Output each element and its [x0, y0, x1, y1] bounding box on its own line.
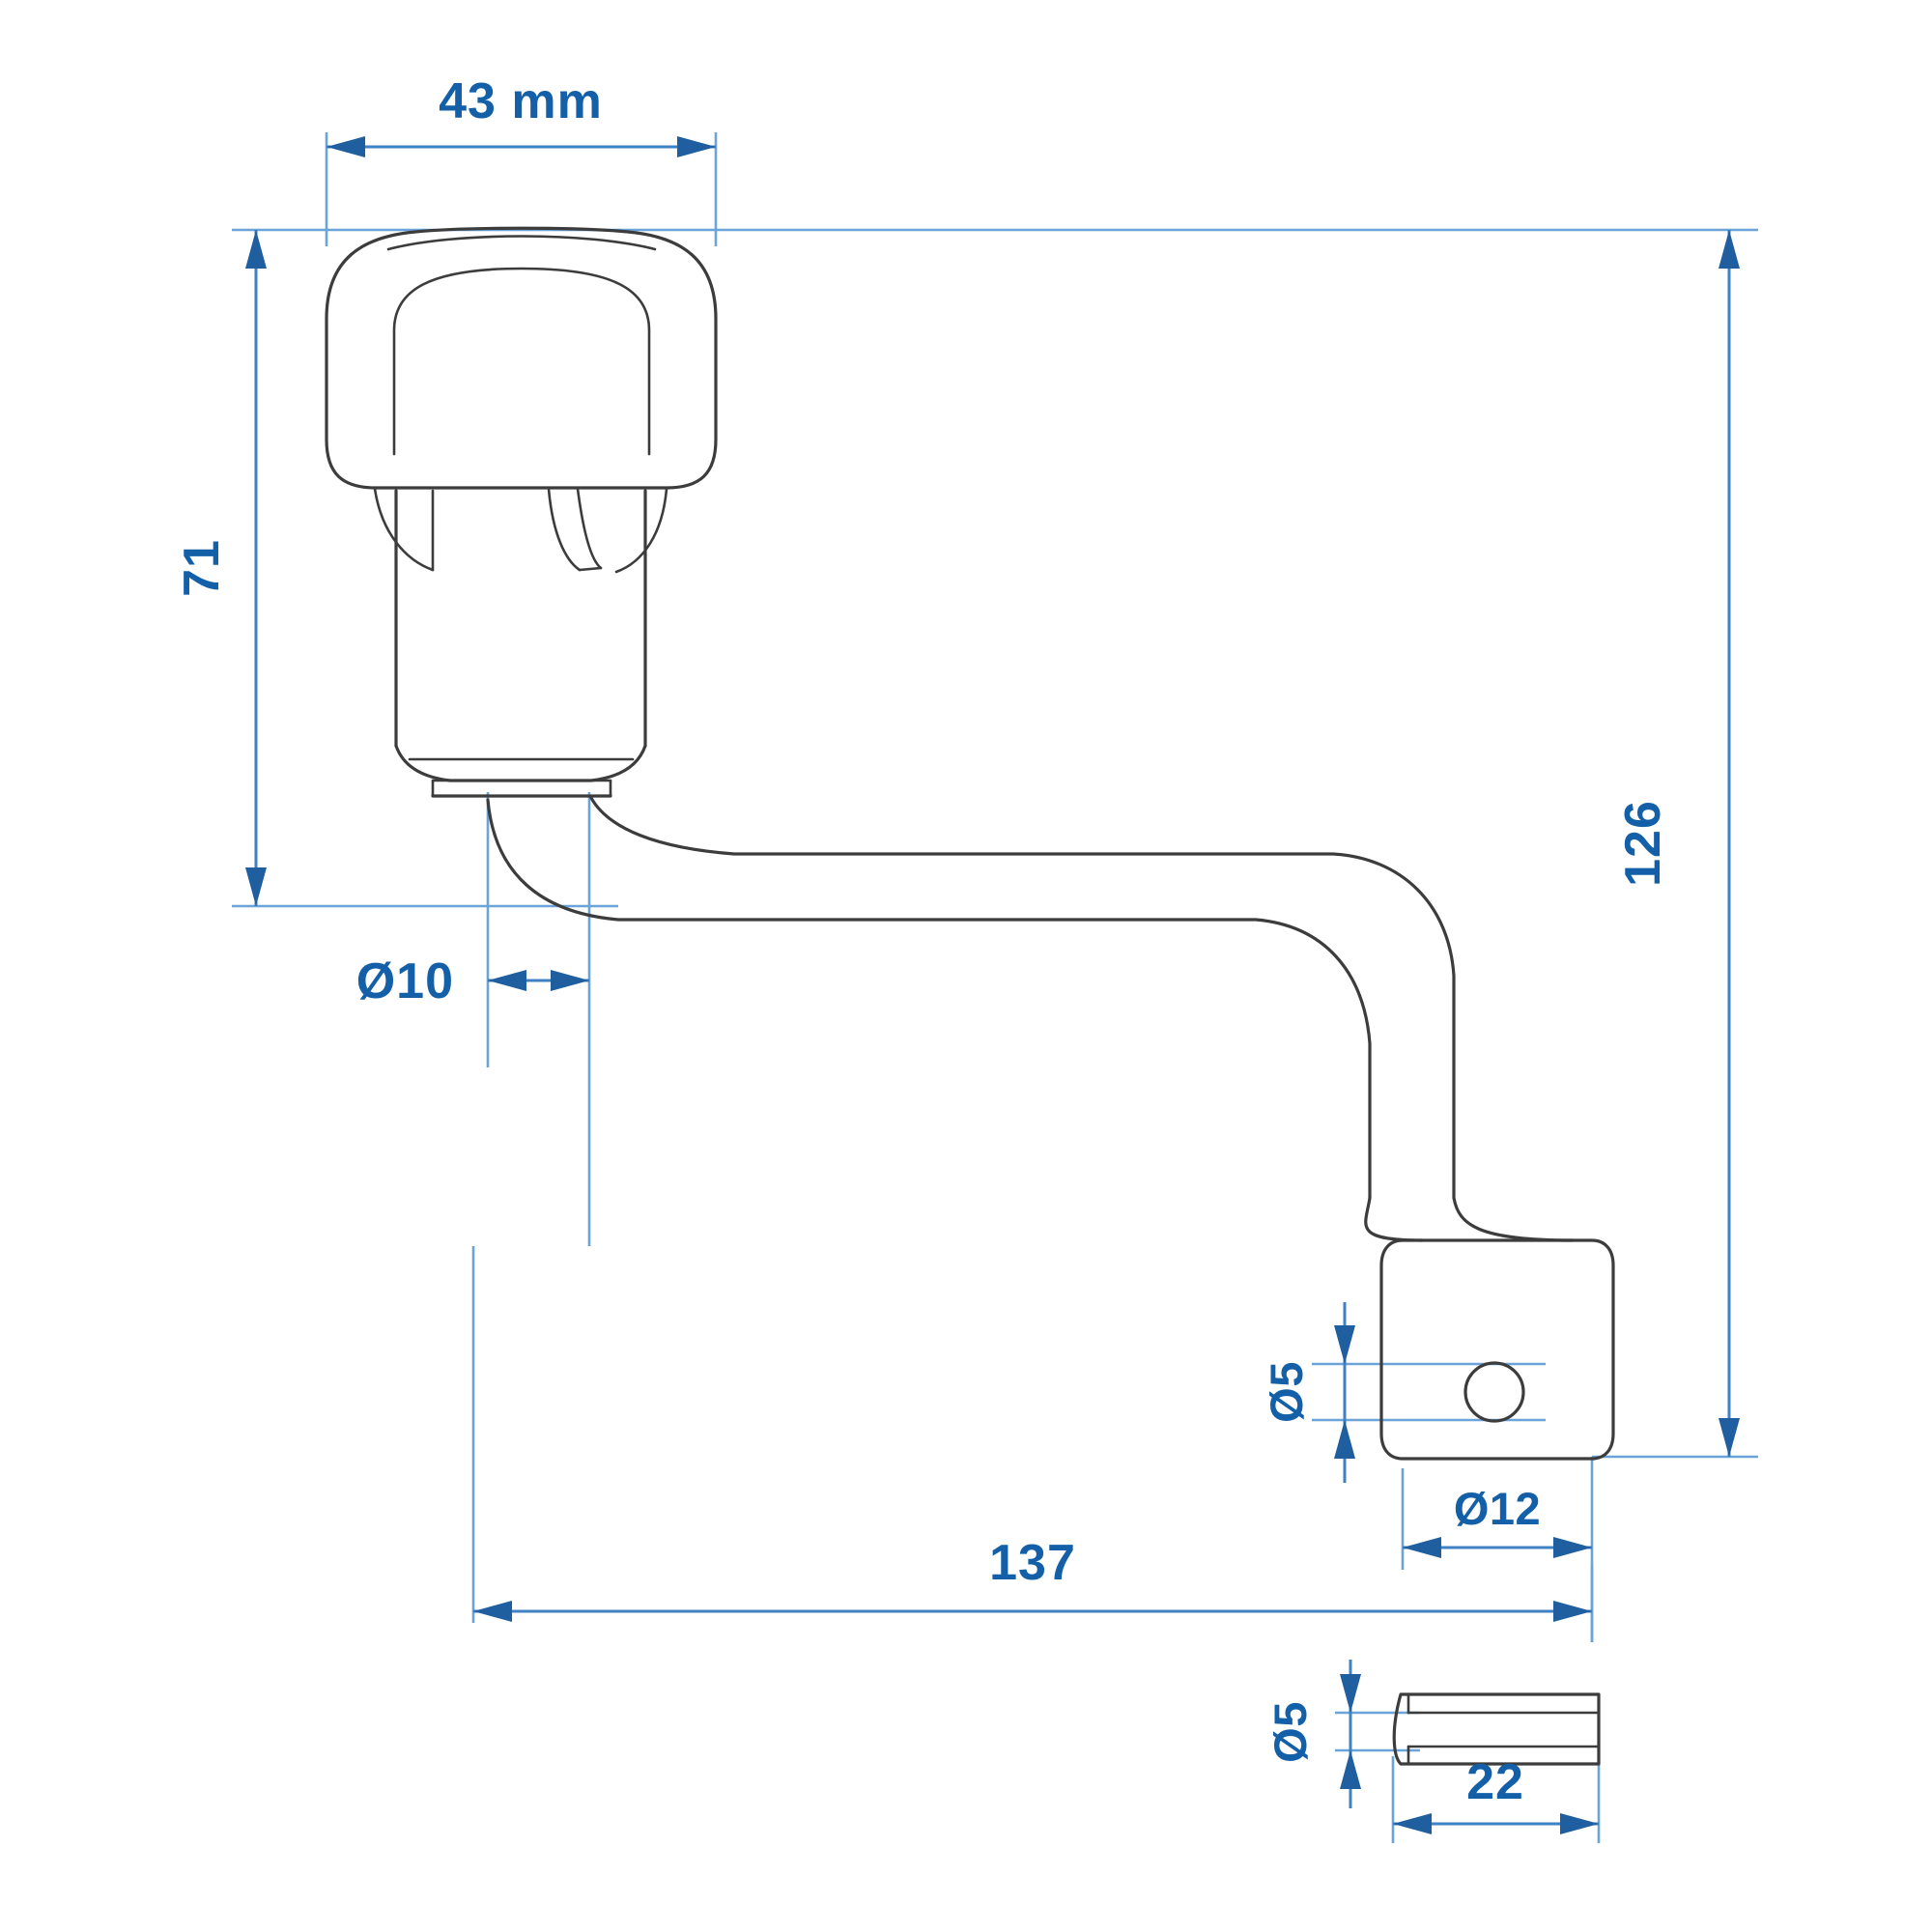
outlet-flare-left [1364, 1196, 1424, 1242]
arrow-d10-left [488, 970, 526, 991]
arrow-d5-pin-bottom [1340, 1750, 1361, 1789]
knob-outer-body [325, 226, 718, 490]
main-assembly-view [325, 226, 1615, 1461]
dimension-height-left: 71 [174, 230, 267, 906]
dim-label-43: 43 mm [439, 73, 603, 129]
arrow-71-top [245, 230, 267, 269]
knob-center-notch-right [576, 487, 603, 570]
arrow-d12-left [1403, 1537, 1441, 1558]
arrow-137-left [473, 1601, 512, 1622]
pin-body [1392, 1692, 1601, 1766]
dim-label-137: 137 [989, 1535, 1076, 1591]
knob-right-skirt [614, 487, 668, 574]
dimension-outlet-diameter: Ø12 [1403, 1483, 1592, 1558]
outlet-cross-hole [1463, 1361, 1525, 1423]
knob-left-skirt [373, 487, 435, 572]
knob-center-notch-base [578, 566, 603, 572]
dimension-height-right: 126 [1615, 230, 1740, 1457]
dim-label-126: 126 [1615, 800, 1671, 887]
arrow-22-right [1560, 1813, 1599, 1834]
arrow-126-bottom [1719, 1418, 1740, 1457]
dimension-pin-diameter: Ø5 [1264, 1660, 1361, 1808]
outlet-flare-right [1452, 1196, 1575, 1242]
outlet-body [1379, 1238, 1615, 1461]
dimension-width-top: 43 mm [327, 73, 716, 157]
arrow-d5-hole-top [1334, 1325, 1355, 1364]
spout-lower-outline [486, 798, 1372, 1200]
dimension-reach-length: 137 [473, 1535, 1592, 1622]
dim-label-d10: Ø10 [356, 953, 454, 1009]
dimension-pin-length: 22 [1393, 1754, 1599, 1834]
arrow-43-right [677, 136, 716, 157]
shank-bottom-taper [394, 744, 647, 782]
arrow-137-right [1553, 1601, 1592, 1622]
knob-center-notch-left [547, 487, 582, 572]
dim-label-22: 22 [1466, 1754, 1524, 1810]
dim-label-71: 71 [174, 539, 230, 597]
arrow-22-left [1393, 1813, 1432, 1834]
arrow-d12-right [1553, 1537, 1592, 1558]
knob-top-highlight [386, 235, 657, 251]
arrow-d10-right [551, 970, 589, 991]
arrow-43-left [327, 136, 365, 157]
arrow-71-bottom [245, 867, 267, 906]
dim-label-d5-pin: Ø5 [1264, 1701, 1316, 1763]
dimension-shank-diameter: Ø10 [356, 953, 589, 1009]
arrow-126-top [1719, 230, 1740, 269]
knob-inner-arch [392, 267, 651, 456]
arrow-d5-pin-top [1340, 1674, 1361, 1713]
spout-upper-outline [589, 796, 1456, 1200]
dim-label-d5-hole: Ø5 [1261, 1361, 1312, 1423]
dimension-pin-hole-diameter: Ø5 [1261, 1302, 1355, 1483]
arrow-d5-hole-bottom [1334, 1420, 1355, 1459]
pin-detail-view [1392, 1692, 1601, 1766]
dim-label-d12: Ø12 [1454, 1483, 1541, 1534]
